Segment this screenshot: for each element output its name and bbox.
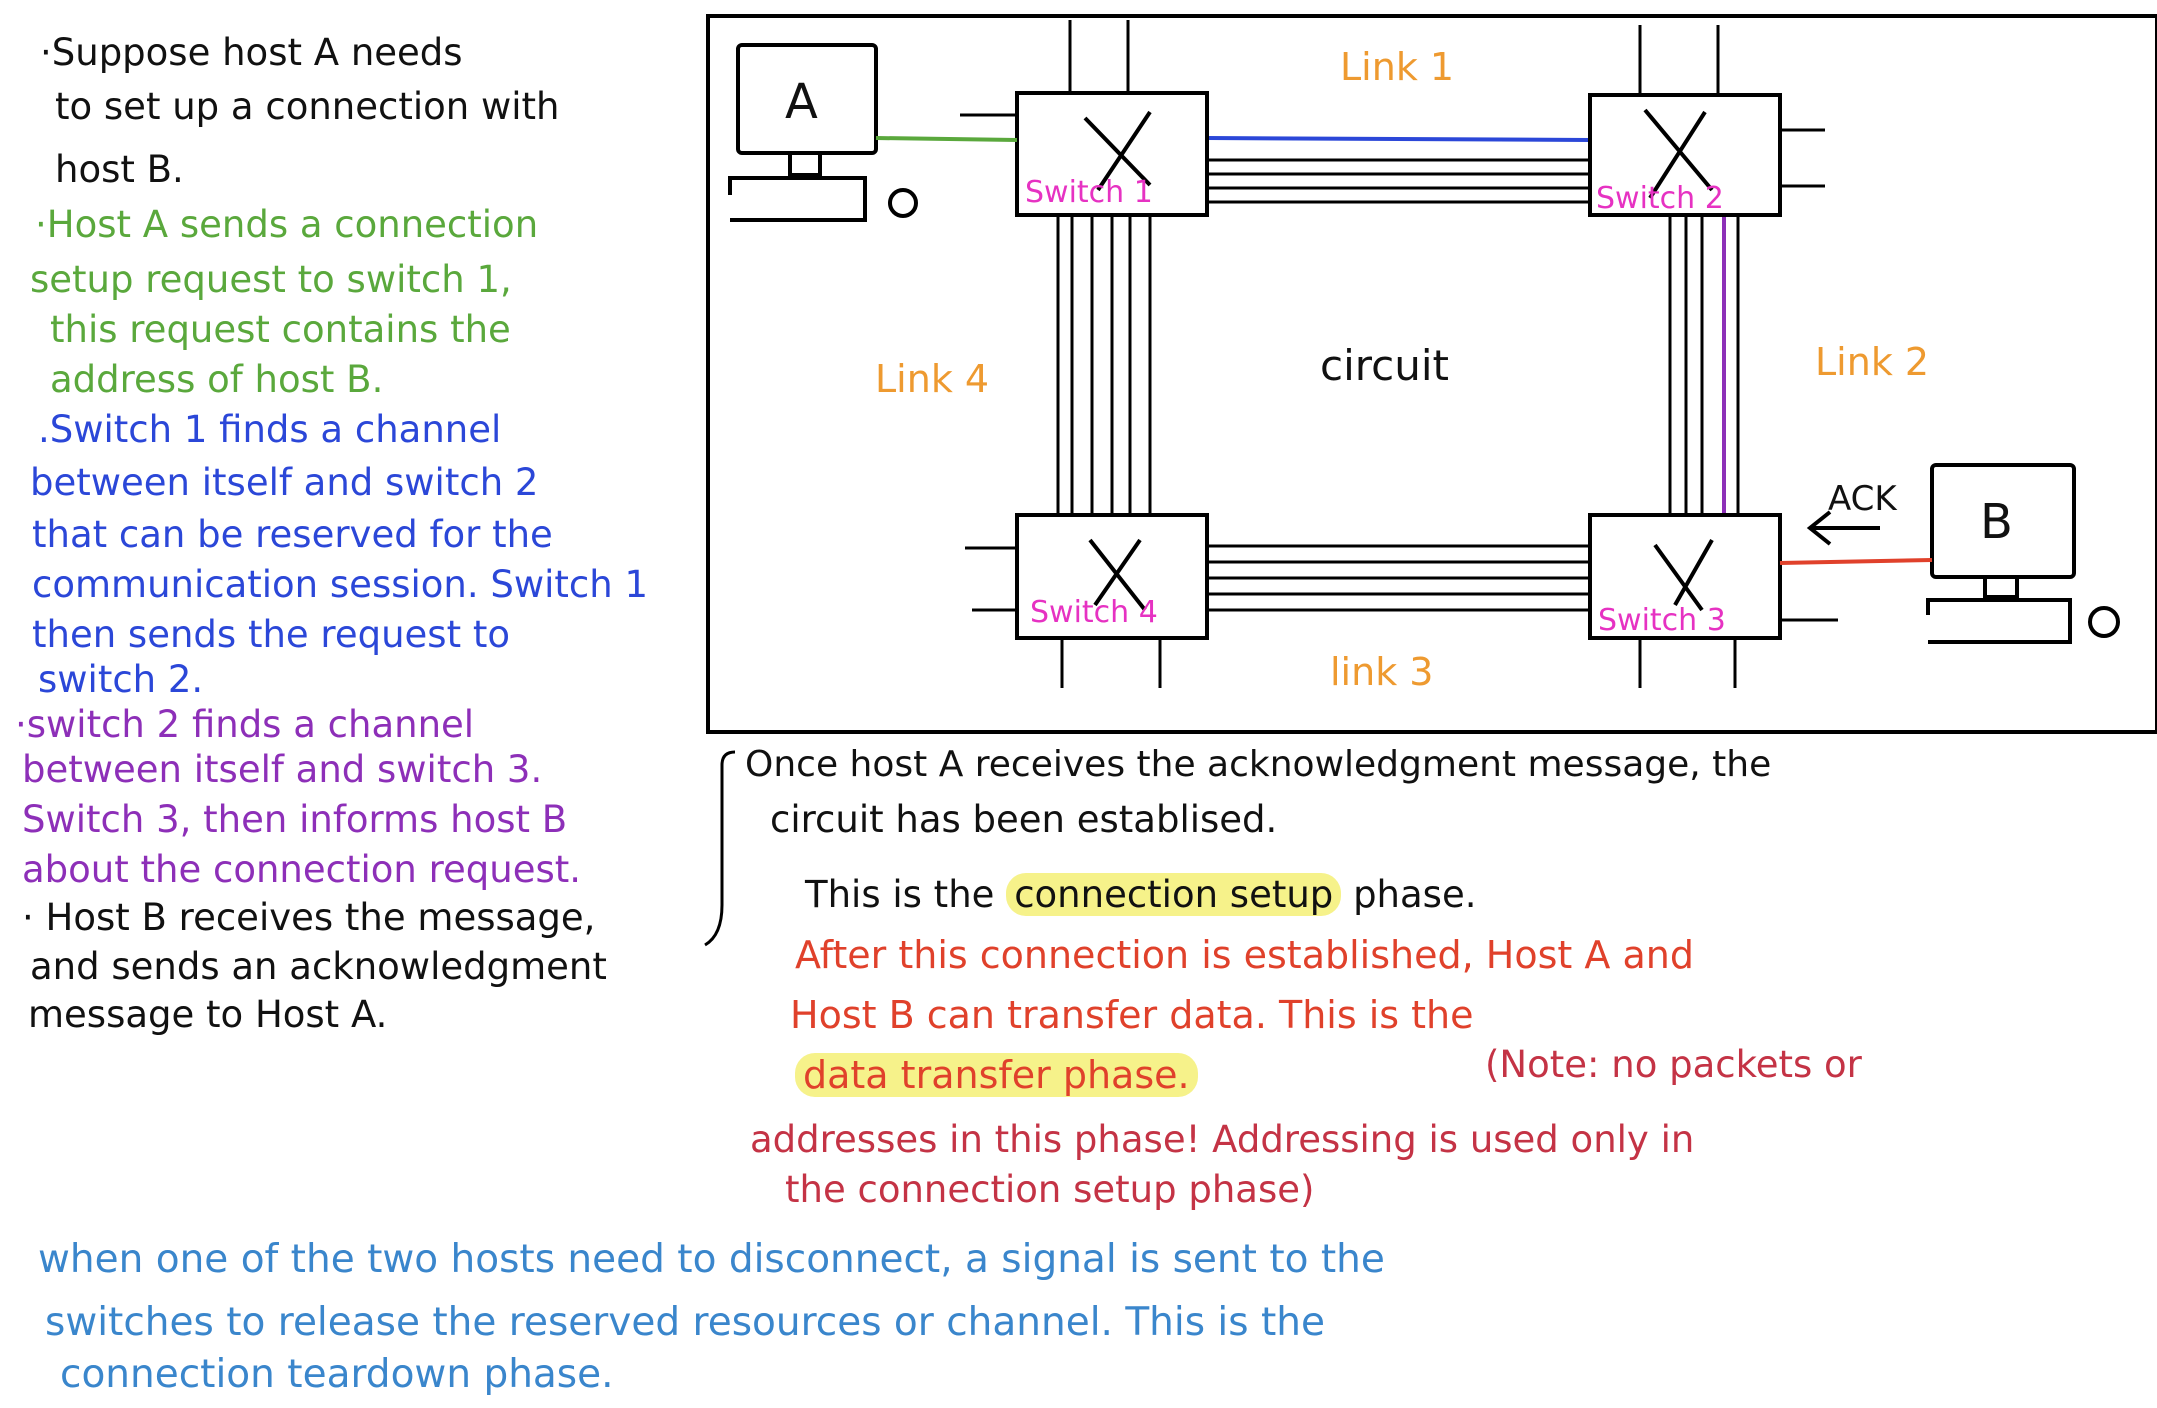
host-a-label: A	[785, 74, 818, 130]
host-a-computer	[728, 43, 918, 222]
link-1-lines	[1207, 158, 1590, 204]
ack-label: ACK	[1828, 479, 1898, 519]
switch-4-label: Switch 4	[1030, 595, 1158, 630]
link-4-label: Link 4	[875, 357, 989, 401]
link-2-lines	[1668, 215, 1740, 515]
circuit-label: circuit	[1320, 341, 1449, 390]
note-switch1-line-4: communication session. Switch 1	[32, 563, 649, 606]
once-line-1: Once host A receives the acknowledgment …	[745, 744, 1772, 785]
host-b-label: B	[1980, 494, 2013, 550]
note-line-3: the connection setup phase)	[785, 1168, 1315, 1211]
switch-3-box	[1588, 513, 1838, 688]
note-switch1-line-6: switch 2.	[38, 658, 204, 701]
teardown-line-2: switches to release the reserved resourc…	[45, 1300, 1325, 1345]
note-host-a-line-1: ·Host A sends a connection	[35, 203, 539, 246]
note-switch1-line-5: then sends the request to	[32, 613, 510, 656]
note-switch1-line-1: .Switch 1 finds a channel	[38, 408, 502, 451]
note-host-b-line-2: and sends an acknowledgment	[30, 945, 607, 988]
link-2-label: Link 2	[1815, 340, 1929, 384]
note-switch2-line-4: about the connection request.	[22, 848, 582, 891]
note-switch1-line-3: that can be reserved for the	[32, 513, 553, 556]
note-line-2: addresses in this phase! Addressing is u…	[750, 1118, 1695, 1161]
note-line-1: (Note: no packets or	[1485, 1043, 1862, 1086]
note-host-b-line-3: message to Host A.	[28, 993, 388, 1036]
link-4-lines	[1056, 215, 1152, 515]
ack-arrow-icon	[1806, 510, 1880, 546]
host-a-link	[875, 136, 1018, 142]
setup-post-text: phase.	[1353, 873, 1477, 916]
note-host-a-line-3: this request contains the	[50, 308, 511, 351]
teardown-line-1: when one of the two hosts need to discon…	[38, 1237, 1385, 1282]
note-suppose-line-2: to set up a connection with	[55, 85, 560, 128]
host-b-computer	[1926, 463, 2120, 644]
note-host-b-line-1: · Host B receives the message,	[22, 896, 596, 939]
note-switch2-line-1: ·switch 2 finds a channel	[15, 703, 475, 746]
switch-2-box	[1588, 25, 1825, 217]
switch-4-box	[965, 513, 1209, 688]
teardown-line-3: connection teardown phase.	[60, 1352, 614, 1397]
note-suppose-line-1: ·Suppose host A needs	[40, 31, 463, 74]
setup-phase-line: This is the connection setup phase.	[805, 870, 1476, 920]
once-line-2: circuit has been establised.	[770, 798, 1278, 841]
diagram-frame	[706, 14, 2157, 734]
connection-setup-highlight: connection setup	[1006, 873, 1342, 916]
data-transfer-line: data transfer phase.	[795, 1050, 1198, 1100]
note-switch2-line-2: between itself and switch 3.	[22, 748, 543, 791]
after-line-2: Host B can transfer data. This is the	[790, 993, 1474, 1037]
switch-3-label: Switch 3	[1598, 603, 1726, 638]
switch-1-box	[960, 20, 1209, 217]
link-3-label: link 3	[1330, 650, 1433, 694]
note-switch1-line-2: between itself and switch 2	[30, 461, 539, 504]
note-suppose-line-3: host B.	[55, 148, 184, 191]
setup-pre-text: This is the	[805, 873, 995, 916]
link-1-label: Link 1	[1340, 45, 1454, 89]
bracket-mark	[704, 750, 736, 947]
note-host-a-line-2: setup request to switch 1,	[30, 258, 512, 301]
note-host-a-line-4: address of host B.	[50, 358, 384, 401]
host-b-link	[1779, 558, 1933, 565]
switch-1-label: Switch 1	[1025, 175, 1153, 210]
note-switch2-line-3: Switch 3, then informs host B	[22, 798, 568, 841]
switch-2-label: Switch 2	[1596, 181, 1724, 216]
link-3-lines	[1207, 544, 1590, 612]
data-transfer-highlight: data transfer phase.	[795, 1053, 1198, 1097]
blue-channel-line	[1206, 136, 1591, 142]
after-line-1: After this connection is established, Ho…	[795, 933, 1694, 977]
